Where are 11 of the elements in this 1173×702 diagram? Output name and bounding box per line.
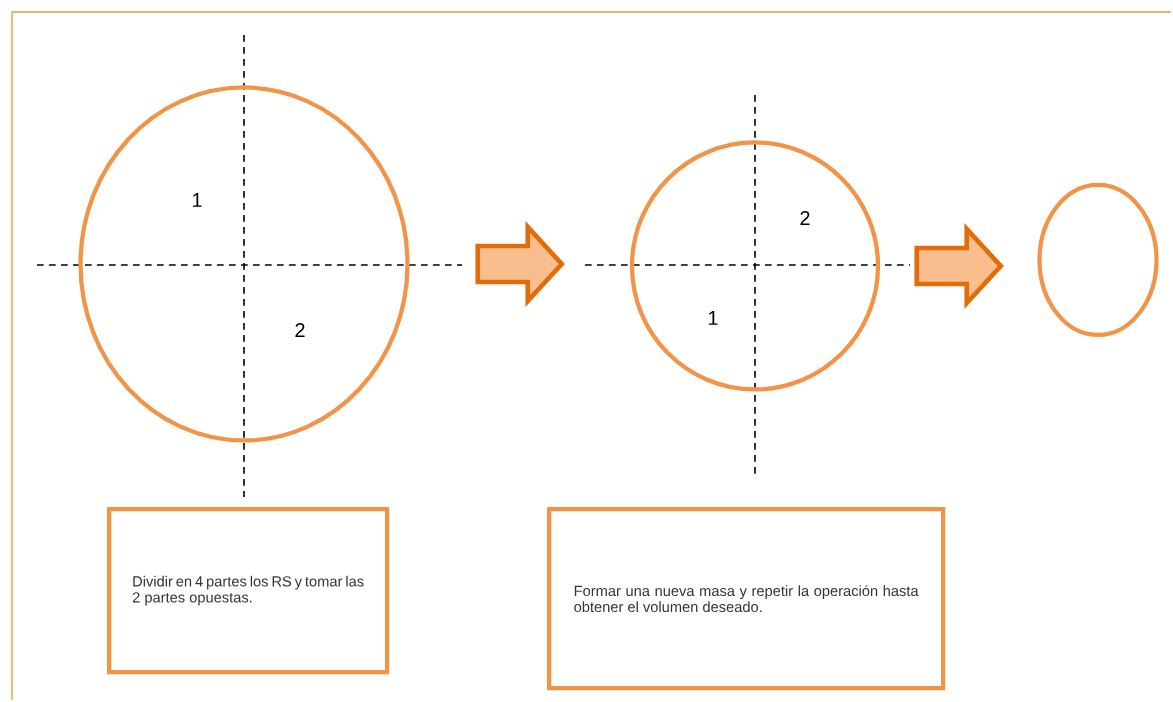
circle <box>1037 182 1159 338</box>
block-arrow <box>475 221 565 307</box>
block-arrow <box>914 223 1004 309</box>
quadrant-number: 1 <box>708 311 718 325</box>
text-box: Formar una nueva masa y repetir la operación hasta obtener el volumen deseado. <box>547 507 946 691</box>
quadrant-number: 1 <box>193 193 202 207</box>
circle <box>78 85 410 443</box>
circle <box>629 140 881 392</box>
quadrant-number: 2 <box>800 211 810 225</box>
text-box: Dividir en 4 partes los RS y tomar las 2 partes opuestas. <box>107 507 390 675</box>
quadrant-number: 2 <box>295 323 305 337</box>
